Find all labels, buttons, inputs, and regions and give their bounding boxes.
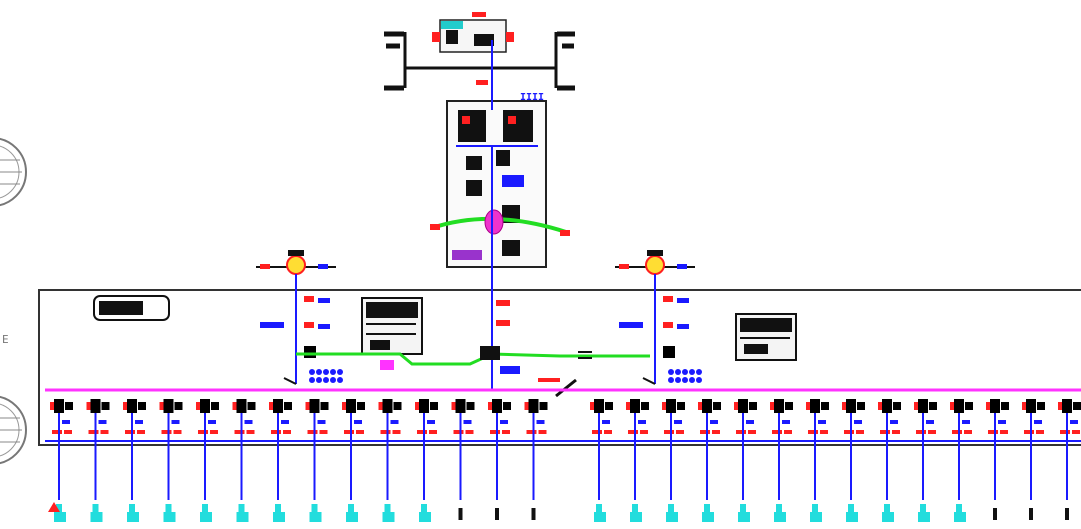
switchboard-frame	[38, 289, 1081, 446]
breaker-symbol-icon	[451, 399, 475, 520]
warning-marker	[48, 502, 60, 512]
breaker-symbol-icon	[488, 399, 511, 520]
tie-connection	[430, 209, 570, 236]
cable-tag-icon	[163, 504, 176, 522]
cable-tag-icon	[630, 504, 642, 522]
cable-tag-icon	[90, 504, 103, 522]
cable-tag-icon	[594, 504, 606, 522]
cable-tag-icon	[702, 504, 714, 522]
breaker-symbol-icon	[914, 399, 937, 522]
side-transformer-group	[256, 250, 702, 385]
circular-seal-icon	[0, 137, 27, 207]
bus-tie	[296, 40, 650, 398]
breaker-symbol-icon	[734, 399, 757, 522]
breaker-symbol-icon	[86, 399, 110, 522]
breaker-symbol-icon	[986, 399, 1009, 520]
breaker-symbol-icon	[269, 399, 292, 522]
cable-tag-icon	[127, 504, 139, 522]
cable-tag-icon	[774, 504, 786, 522]
cable-tag-icon	[918, 504, 930, 522]
breaker-symbol-icon	[378, 399, 402, 522]
cable-tag-icon	[273, 504, 285, 522]
cable-tag-icon	[666, 504, 678, 522]
breaker-symbol-icon	[159, 399, 183, 522]
breaker-symbol-icon	[305, 399, 329, 522]
breaker-symbol-icon	[196, 399, 219, 522]
breaker-symbol-icon	[770, 399, 793, 522]
breaker-symbol-icon	[662, 399, 685, 522]
cable-tag-icon	[738, 504, 750, 522]
switch-symbol-icon	[256, 250, 343, 385]
svg-text:IIII: IIII	[520, 92, 544, 103]
cable-tag-icon	[810, 504, 822, 522]
cable-tag-icon	[200, 504, 212, 522]
breaker-symbol-icon	[232, 399, 256, 522]
breaker-symbol-icon	[123, 399, 146, 522]
breaker-symbol-icon	[342, 399, 365, 522]
side-label: E	[2, 333, 9, 346]
breaker-symbol-icon	[415, 399, 438, 522]
breaker-symbol-icon	[878, 399, 901, 522]
circular-seal-icon	[0, 395, 27, 465]
panel-box-icon	[735, 313, 797, 361]
breaker-symbol-icon	[626, 399, 649, 522]
cable-tag-icon	[419, 504, 431, 522]
breaker-symbol-icon	[806, 399, 829, 522]
breaker-symbol-icon	[950, 399, 973, 522]
cable-tag-icon	[382, 504, 395, 522]
cable-tag-icon	[954, 504, 966, 522]
panel-box-icon	[93, 295, 170, 321]
cable-tag-icon	[54, 504, 66, 522]
cable-tag-icon	[882, 504, 894, 522]
breaker-symbol-icon	[524, 399, 548, 520]
cable-tag-icon	[346, 504, 358, 522]
cable-tag-icon	[236, 504, 249, 522]
breaker-symbol-icon	[50, 399, 73, 522]
transformer-icon	[484, 209, 504, 235]
incoming-switch-group	[384, 12, 575, 91]
switch-symbol-icon	[615, 250, 702, 385]
cable-tag-icon	[309, 504, 322, 522]
main-panel: IIII	[446, 92, 547, 268]
breaker-symbol-icon	[698, 399, 721, 522]
breaker-symbol-icon	[1022, 399, 1045, 520]
breaker-symbol-icon	[590, 399, 613, 522]
breaker-symbol-icon	[842, 399, 865, 522]
panel-box-icon	[361, 297, 423, 355]
feeder-groups	[50, 399, 1081, 522]
cable-tag-icon	[846, 504, 858, 522]
breaker-symbol-icon	[1058, 399, 1081, 520]
